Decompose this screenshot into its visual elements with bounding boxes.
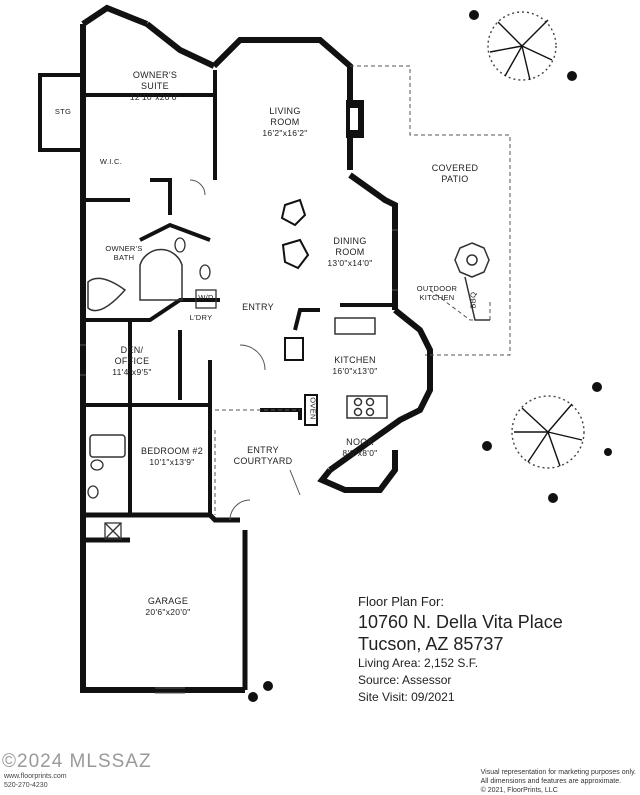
info-heading: Floor Plan For: [358, 594, 444, 609]
room-covered-patio: COVERED PATIO [420, 163, 490, 185]
garage-utility [104, 522, 122, 540]
room-garage-dim: 20'6"x20'0" [145, 607, 191, 617]
room-den-line1: DEN/ [120, 345, 144, 355]
address-line2: Tucson, AZ 85737 [358, 634, 504, 654]
room-ldry: L'DRY [189, 313, 213, 322]
room-bedroom2-dim: 10'1"x13'9" [149, 457, 195, 467]
room-owners-suite: OWNER'S SUITE 12'10"x20'0" [110, 70, 200, 103]
room-outdoor-kitchen: OUTDOOR KITCHEN [412, 284, 462, 302]
site-visit: Site Visit: 09/2021 [358, 690, 455, 704]
room-bedroom2-name: BEDROOM #2 [140, 446, 203, 456]
door-swings [189, 179, 301, 521]
tree-right [511, 395, 585, 469]
room-living-line2: ROOM [270, 117, 300, 127]
room-owners-bath-line1: OWNER'S [105, 244, 143, 253]
room-wd: W/D [198, 293, 214, 302]
room-nook-name: NOOK [346, 437, 374, 447]
room-garage-name: GARAGE [147, 596, 189, 606]
room-kitchen: KITCHEN 16'0"x13'0" [320, 355, 390, 377]
room-living-dim: 16'2"x16'2" [262, 128, 308, 138]
disclaimer: Visual representation for marketing purp… [481, 768, 636, 795]
room-den-line2: OFFICE [114, 356, 150, 366]
patio-dashed [350, 65, 511, 356]
kitchen-island [334, 317, 388, 419]
outdoor-kitchen-island [454, 242, 490, 321]
room-garage: GARAGE 20'6"x20'0" [128, 596, 208, 618]
toilets [87, 237, 211, 499]
interior-walls [83, 70, 395, 515]
room-owners-bath-line2: BATH [113, 253, 135, 262]
room-kitchen-dim: 16'0"x13'0" [332, 366, 378, 376]
room-outdoor-kitchen-line2: KITCHEN [419, 293, 455, 302]
room-den: DEN/ OFFICE 11'4"x9'5" [100, 345, 164, 378]
disclaimer-line2: All dimensions and features are approxim… [480, 778, 622, 785]
windows [80, 229, 398, 694]
room-dining-dim: 13'0"x14'0" [327, 258, 373, 268]
info-source: Source: Assessor [358, 673, 452, 687]
room-entry-courtyard-line2: COURTYARD [233, 456, 293, 466]
fireplace [346, 100, 364, 138]
stg-closet [38, 73, 83, 152]
room-den-dim: 11'4"x9'5" [112, 367, 152, 377]
garage-walls [83, 512, 248, 690]
room-dining: DINING ROOM 13'0"x14'0" [310, 236, 390, 269]
brand-phone: 520-270-4230 [4, 782, 48, 789]
room-covered-patio-line1: COVERED [431, 163, 479, 173]
room-entry-courtyard: ENTRY COURTYARD [228, 445, 298, 467]
courtyard-dashed [214, 409, 300, 515]
room-oven: OVEN [308, 397, 318, 420]
washer-dryer [195, 289, 217, 309]
shrubs [248, 10, 612, 702]
room-living: LIVING ROOM 16'2"x16'2" [245, 106, 325, 139]
room-covered-patio-line2: PATIO [441, 174, 469, 184]
tree-top-right [487, 11, 557, 81]
room-entry: ENTRY [242, 302, 274, 312]
shower [139, 248, 183, 301]
bathtub [87, 277, 127, 458]
property-info: Floor Plan For: 10760 N. Della Vita Plac… [358, 593, 628, 706]
room-owners-suite-line2: SUITE [140, 81, 169, 91]
address-line1: 10760 N. Della Vita Place [358, 612, 563, 632]
brand-contact: www.floorprints.com 520-270-4230 [4, 772, 67, 790]
room-outdoor-kitchen-line1: OUTDOOR [416, 284, 458, 293]
room-kitchen-name: KITCHEN [334, 355, 376, 365]
room-nook: NOOK 8'6"x8'0" [332, 437, 388, 459]
room-nook-dim: 8'6"x8'0" [342, 448, 378, 458]
room-entry-courtyard-line1: ENTRY [247, 445, 279, 455]
room-owners-suite-dim: 12'10"x20'0" [129, 92, 181, 102]
room-living-line1: LIVING [269, 106, 301, 116]
dining-columns [280, 198, 318, 426]
room-owners-bath: OWNER'S BATH [100, 244, 148, 262]
mls-watermark: ©2024 MLSSAZ [2, 751, 152, 772]
room-bbq: BBQ [468, 291, 478, 309]
disclaimer-line3: © 2021, FloorPrints, LLC [480, 787, 558, 794]
room-bedroom2: BEDROOM #2 10'1"x13'9" [138, 446, 206, 468]
living-area: Living Area: 2,152 S.F. [358, 656, 479, 670]
exterior-walls [80, 4, 433, 693]
disclaimer-line1: Visual representation for marketing purp… [480, 769, 636, 776]
brand-site: www.floorprints.com [4, 773, 67, 780]
room-owners-suite-line1: OWNER'S [132, 70, 178, 80]
room-stg: STG [54, 107, 72, 116]
room-dining-line2: ROOM [335, 247, 365, 257]
room-dining-line1: DINING [333, 236, 367, 246]
room-wic: W.I.C. [99, 157, 123, 166]
